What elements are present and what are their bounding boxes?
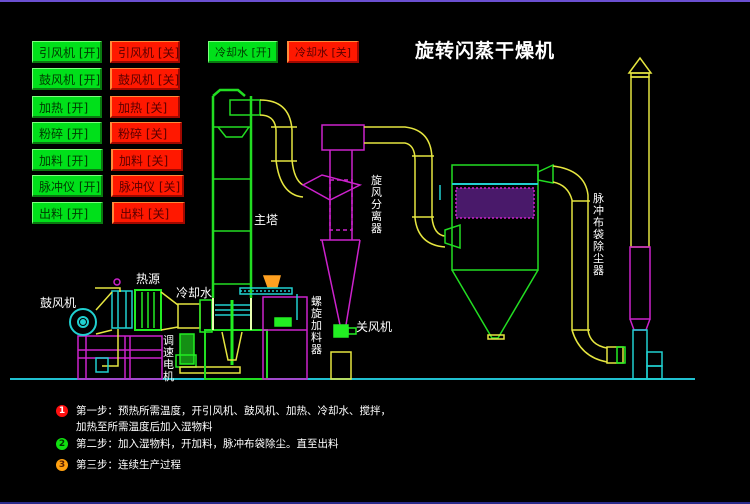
- heat-source-label: 热源: [136, 272, 161, 286]
- induced-fan-on-button[interactable]: 引风机 [开]: [32, 41, 102, 63]
- cyclone-label: 旋风分离器: [371, 174, 382, 235]
- step-3-badge: 3: [56, 459, 68, 471]
- induced-fan-off-button[interactable]: 引风机 [关]: [110, 41, 180, 63]
- cooling-water-on-button[interactable]: 冷却水 [开]: [208, 41, 278, 63]
- step-2: 2 第二步：加入湿物料，开加料，脉冲布袋除尘。直至出料: [56, 436, 339, 452]
- speed-motor-label: 调速电机: [163, 334, 174, 383]
- cooling-water-label: 冷却水: [176, 286, 213, 300]
- heating-on-button[interactable]: 加热 [开]: [32, 96, 102, 118]
- step-2-text: 第二步：加入湿物料，开加料，脉冲布袋除尘。直至出料: [76, 438, 339, 450]
- feeding-off-button[interactable]: 加料 [关]: [111, 149, 183, 171]
- step-3-text: 第三步：连续生产过程: [76, 459, 181, 471]
- blower-fan: [69, 308, 97, 336]
- speed-motor: [175, 333, 241, 374]
- screw-feeder-label: 螺旋加料器: [311, 295, 322, 356]
- frame-bottom-border: [0, 502, 750, 504]
- step-1-text-line2: 加热至所需温度后加入湿物料: [76, 421, 213, 433]
- step-2-badge: 2: [56, 438, 68, 450]
- blower-label: 鼓风机: [40, 296, 77, 310]
- pulse-off-button[interactable]: 脉冲仪 [关]: [111, 175, 184, 197]
- main-tower-label: 主塔: [254, 213, 279, 227]
- step-3: 3 第三步：连续生产过程: [56, 457, 181, 473]
- heat-exchanger: [95, 278, 179, 373]
- bag-filter: [439, 163, 554, 340]
- air-duct: [177, 299, 213, 333]
- screw-feeder: [239, 275, 308, 380]
- filter-to-exhaust-duct: [552, 165, 626, 364]
- step-1: 1 第一步：预热所需温度，开引风机、鼓风机、加热、冷却水、搅拌， 加热至所需温度后…: [56, 403, 391, 435]
- cyclone-separator: [301, 124, 365, 326]
- cooling-water-off-button[interactable]: 冷却水 [关]: [287, 41, 359, 63]
- feeding-on-button[interactable]: 加料 [开]: [32, 149, 103, 171]
- discharge-off-button[interactable]: 出料 [关]: [112, 202, 185, 224]
- step-1-text: 第一步：预热所需温度，开引风机、鼓风机、加热、冷却水、搅拌，: [76, 405, 391, 417]
- pulse-on-button[interactable]: 脉冲仪 [开]: [32, 175, 103, 197]
- air-lock-valve: [330, 324, 357, 380]
- crushing-on-button[interactable]: 粉碎 [开]: [32, 122, 102, 144]
- page-title: 旋转闪蒸干燥机: [415, 40, 556, 62]
- tower-to-cyclone-duct: [229, 99, 304, 198]
- discharge-on-button[interactable]: 出料 [开]: [32, 202, 103, 224]
- bag-filter-label: 脉冲布袋除尘器: [593, 192, 604, 277]
- exhaust-chimney: [627, 56, 663, 380]
- cyclone-to-filter-duct: [364, 126, 446, 248]
- heating-off-button[interactable]: 加热 [关]: [110, 96, 180, 118]
- crushing-off-button[interactable]: 粉碎 [关]: [110, 122, 182, 144]
- tower-agitator: [215, 300, 250, 365]
- blower-off-button[interactable]: 鼓风机 [关]: [110, 68, 180, 90]
- blower-on-button[interactable]: 鼓风机 [开]: [32, 68, 102, 90]
- air-lock-label: 关风机: [356, 320, 393, 334]
- step-1-badge: 1: [56, 405, 68, 417]
- frame-top-border: [0, 0, 750, 2]
- blower-stand: [77, 335, 163, 380]
- main-tower: [204, 88, 268, 380]
